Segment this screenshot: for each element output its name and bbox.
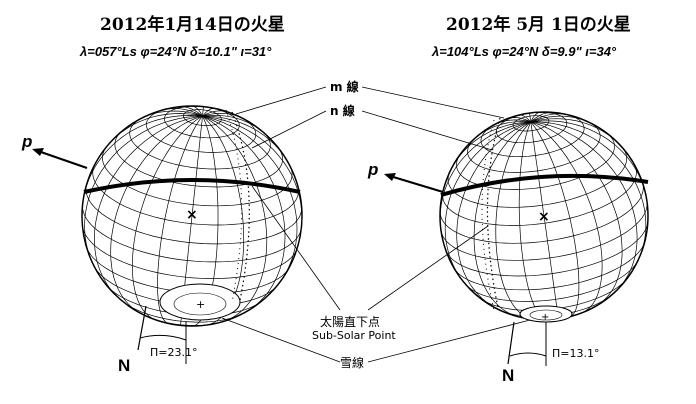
left-pole-mark: + [196, 298, 205, 311]
right-params: λ=104°Ls φ=24°N δ=9.9" ι=34° [432, 44, 617, 59]
annotation-leaders [221, 86, 531, 363]
n-line-label: n 線 [330, 104, 355, 118]
right-center-mark: × [538, 209, 550, 225]
left-north-label: N [118, 356, 131, 375]
left-title: 2012年1月14日の火星 [100, 15, 285, 35]
left-pole-label: p [22, 132, 33, 151]
left-n-line [225, 109, 243, 303]
right-equator [440, 173, 649, 197]
right-north-label: N [502, 366, 515, 385]
right-globe: + × [384, 111, 649, 366]
left-globe: + × [32, 105, 303, 364]
right-title: 2012年 5月 1日の火星 [446, 15, 631, 35]
right-pi-label: Π=13.1° [552, 347, 600, 360]
right-pole-mark: + [541, 312, 549, 323]
snow-line-label: 雪線 [340, 356, 365, 370]
m-line-label: m 線 [330, 80, 359, 94]
right-pole-arrow [389, 174, 444, 194]
left-center-mark: × [186, 207, 198, 223]
right-n-line [481, 119, 495, 311]
right-pole-label: p [368, 160, 379, 179]
subsolar-en-label: Sub-Solar Point [312, 329, 396, 342]
left-params: λ=057°Ls φ=24°N δ=10.1" ι=31° [80, 44, 272, 59]
left-equator [83, 178, 301, 194]
left-pi-label: Π=23.1° [150, 346, 198, 359]
left-pole-arrow [37, 149, 88, 170]
subsolar-jp-label: 太陽直下点 [320, 315, 381, 329]
